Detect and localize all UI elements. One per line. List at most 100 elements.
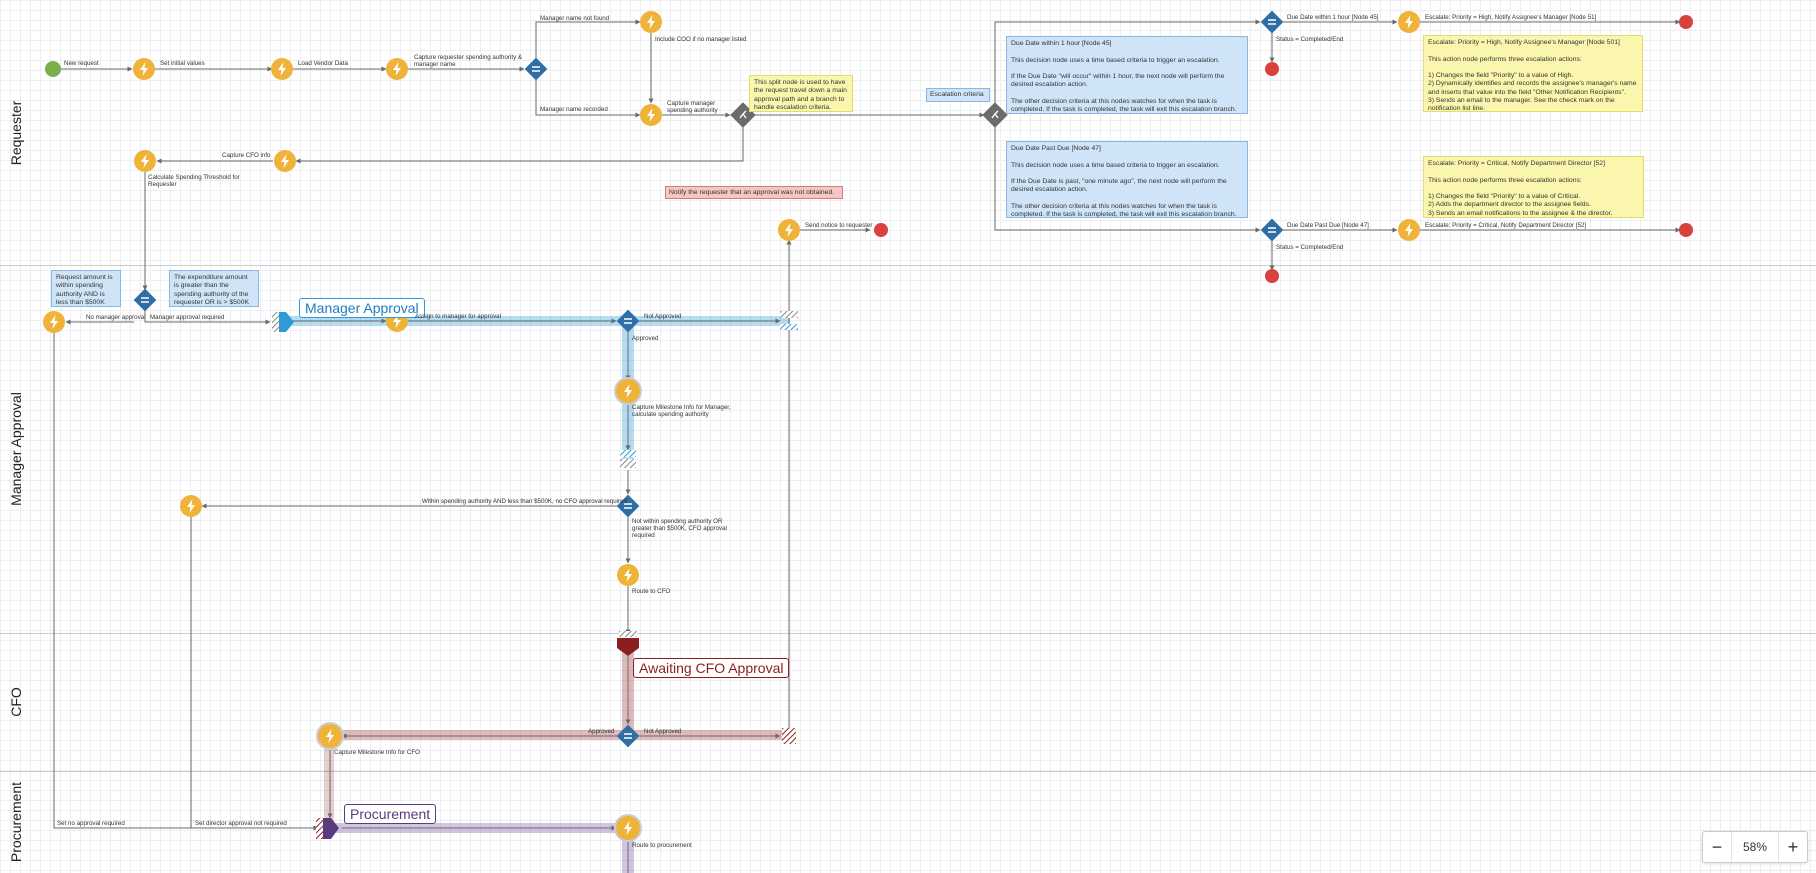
connector (53, 332, 319, 831)
lightning-icon (624, 384, 632, 398)
action-node[interactable] (640, 104, 662, 126)
edge-label: New request (64, 60, 99, 67)
notify-requester-note[interactable]: Notify the requester that an approval wa… (665, 186, 843, 199)
manager-milestone-start-marker[interactable] (279, 312, 294, 332)
split-annotation-note[interactable]: This split node is used to have the requ… (749, 75, 853, 112)
edge-label: Send notice to requester (805, 222, 873, 229)
lane-divider (0, 265, 1816, 266)
split-node[interactable] (982, 102, 1008, 128)
edge-label: Not Approved (644, 728, 682, 735)
milestone-end-marker (272, 312, 279, 332)
equals-icon (1268, 227, 1276, 233)
node-label: Route to procurement (632, 842, 692, 849)
connector (535, 78, 641, 118)
action-node[interactable] (1398, 11, 1420, 33)
action-node[interactable] (316, 722, 344, 750)
action-node[interactable] (614, 814, 642, 842)
lightning-icon (278, 62, 286, 76)
connector (295, 125, 744, 164)
lightning-icon (624, 821, 632, 835)
end-circle[interactable] (874, 223, 888, 237)
milestone-end-marker (620, 450, 636, 457)
escalation-criteria-tag[interactable]: Escalation criteria (926, 88, 990, 102)
manager-milestone-label[interactable]: Manager Approval (299, 298, 425, 318)
connector (535, 19, 641, 60)
end-circle[interactable] (1679, 15, 1693, 29)
edge-label: Within spending authority AND less than … (422, 498, 627, 505)
procurement-milestone-label[interactable]: Procurement (344, 804, 437, 824)
edge-label: Set initial values (160, 60, 205, 67)
node-label: Capture Milestone Info for CFO (334, 749, 420, 756)
equals-icon (532, 66, 540, 72)
start-circle[interactable] (45, 61, 61, 77)
connector (994, 19, 1261, 105)
decision-node[interactable] (616, 724, 640, 748)
edge-label: No manager approval (86, 314, 146, 321)
lightning-icon (187, 499, 195, 513)
node-label: Capture manager spending authority (667, 100, 718, 115)
action-node[interactable] (134, 150, 156, 172)
decision-node[interactable] (1260, 218, 1284, 242)
action-node[interactable] (180, 495, 202, 517)
end-circle[interactable] (1679, 223, 1693, 237)
procurement-milestone-start-marker[interactable] (323, 818, 339, 839)
edge-label: Capture requester spending authority & m… (414, 54, 523, 69)
equals-icon (624, 733, 632, 739)
milestone-end-marker (780, 324, 798, 330)
action-node[interactable] (1398, 219, 1420, 241)
lightning-icon (50, 315, 58, 329)
zoom-out-button[interactable]: − (1711, 836, 1723, 857)
action-node[interactable] (614, 377, 642, 405)
equals-icon (624, 318, 632, 324)
action-node[interactable] (386, 58, 408, 80)
lightning-icon (141, 154, 149, 168)
edge-label: Route to CFO (632, 588, 671, 595)
end-circle[interactable] (1265, 62, 1279, 76)
lightning-icon (393, 62, 401, 76)
edge-label: Assign to manager for approval (415, 313, 501, 320)
due-within-1hr-note[interactable]: Due Date within 1 hour [Node 45] This de… (1006, 36, 1248, 114)
milestone-end-marker (316, 818, 323, 839)
decision-node[interactable] (1260, 10, 1284, 34)
decision-node[interactable] (133, 288, 157, 312)
milestone-end-marker (620, 459, 636, 468)
action-node[interactable] (640, 11, 662, 33)
action-node[interactable] (133, 58, 155, 80)
cfo-milestone-band (324, 734, 334, 824)
split-icon (739, 110, 747, 119)
decision-node[interactable] (524, 57, 548, 81)
lightning-icon (1405, 223, 1413, 237)
edge-label: Load Vendor Data (298, 60, 348, 67)
cfo-milestone-label[interactable]: Awaiting CFO Approval (633, 658, 790, 678)
request-within-authority-note[interactable]: Request amount is within spending author… (51, 270, 121, 307)
edge-label: Status = Completed/End (1276, 36, 1344, 43)
edge-label: Approved (632, 335, 659, 342)
lane-divider (0, 771, 1816, 772)
escalate-high-note[interactable]: Escalate: Priority = High, Notify Assign… (1423, 35, 1643, 112)
decision-node[interactable] (616, 309, 640, 333)
node-label: Include COO if no manager listed (655, 36, 747, 43)
action-node[interactable] (43, 311, 65, 333)
action-node[interactable] (271, 58, 293, 80)
zoom-level: 58% (1731, 832, 1779, 862)
edge-label: Approved (588, 728, 615, 735)
action-node[interactable] (617, 564, 639, 586)
action-node[interactable] (778, 219, 800, 241)
zoom-in-button[interactable]: + (1787, 836, 1799, 857)
due-past-due-note[interactable]: Due Date Past Due [Node 47] This decisio… (1006, 141, 1248, 218)
lightning-icon (1405, 15, 1413, 29)
escalate-critical-note[interactable]: Escalate: Priority = Critical, Notify De… (1423, 156, 1644, 218)
end-circle[interactable] (1265, 269, 1279, 283)
lightning-icon (647, 108, 655, 122)
edge-label: Manager name not found (540, 15, 610, 22)
lightning-icon (326, 729, 334, 743)
action-node[interactable] (274, 150, 296, 172)
lane-divider (0, 633, 1816, 634)
milestone-end-marker (619, 631, 637, 637)
edge-label: Set no approval required (57, 820, 125, 827)
expenditure-greater-note[interactable]: The expenditure amount is greater than t… (169, 270, 259, 307)
cfo-milestone-band (324, 730, 790, 740)
lightning-icon (140, 62, 148, 76)
cfo-milestone-start-marker[interactable] (617, 638, 639, 656)
